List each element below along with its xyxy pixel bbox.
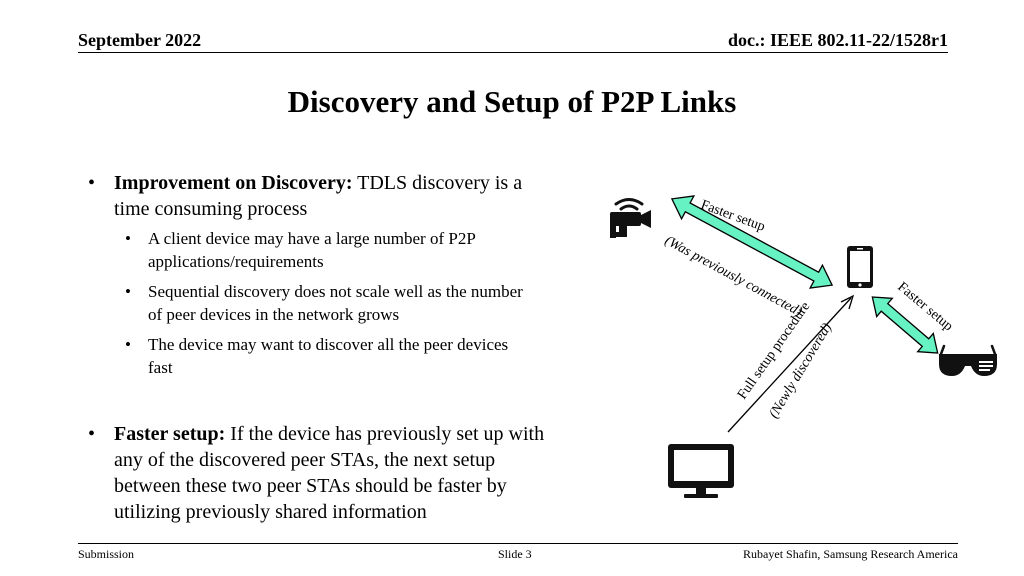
bullet-discovery: • Improvement on Discovery: TDLS discove… bbox=[88, 170, 588, 222]
sub-bullet-text: fast bbox=[148, 357, 173, 377]
full-setup-arrow bbox=[727, 294, 855, 433]
sub-bullet-text: applications/requirements bbox=[148, 251, 324, 271]
bullet-text: any of the discovered peer STAs, the nex… bbox=[114, 449, 496, 471]
sub-bullet-text: Sequential discovery does not scale well… bbox=[148, 282, 523, 301]
sub-bullet-text: The device may want to discover all the … bbox=[148, 335, 509, 354]
sub-bullet: • A client device may have a large numbe… bbox=[88, 228, 588, 273]
bullet-bold-label: Faster setup: bbox=[114, 423, 226, 445]
bullet-text: between these two peer STAs should be fa… bbox=[114, 475, 507, 497]
sub-bullet: • The device may want to discover all th… bbox=[88, 334, 588, 379]
vr-goggles-icon bbox=[939, 344, 997, 376]
header-divider bbox=[78, 52, 948, 53]
header-date: September 2022 bbox=[78, 30, 202, 50]
sub-bullet: • Sequential discovery does not scale we… bbox=[88, 281, 588, 326]
bullet-faster-setup: • Faster setup: If the device has previo… bbox=[88, 421, 588, 525]
sub-bullet-text: A client device may have a large number … bbox=[148, 229, 476, 248]
bullet-dot: • bbox=[88, 172, 96, 194]
bullet-bold-label: Improvement on Discovery: bbox=[114, 172, 353, 194]
footer-author: Rubayet Shafin, Samsung Research America bbox=[743, 547, 958, 561]
security-camera-icon bbox=[610, 198, 651, 238]
bullet-text: utilizing previously shared information bbox=[114, 501, 427, 523]
monitor-icon bbox=[668, 444, 734, 498]
bullet-dot: • bbox=[125, 229, 131, 248]
slide-title: Discovery and Setup of P2P Links bbox=[287, 84, 737, 119]
bullet-dot: • bbox=[125, 282, 131, 301]
bullet-dot: • bbox=[125, 335, 131, 354]
footer-submission: Submission bbox=[78, 547, 135, 561]
footer-divider bbox=[78, 543, 958, 544]
bullet-dot: • bbox=[88, 423, 96, 445]
link3-label: Full setup procedure bbox=[735, 299, 813, 402]
bullet-text: time consuming process bbox=[114, 198, 308, 220]
header-doc-number: doc.: IEEE 802.11-22/1528r1 bbox=[727, 30, 948, 50]
bullet-text: If the device has previously set up with bbox=[225, 423, 545, 445]
bullet-list: • Improvement on Discovery: TDLS discove… bbox=[88, 170, 588, 525]
faster-setup-arrow-2 bbox=[871, 296, 939, 354]
link1-sub-label: (Was previously connected) bbox=[662, 233, 805, 320]
sub-bullet-text: of peer devices in the network grows bbox=[148, 304, 400, 324]
smartphone-icon bbox=[847, 246, 873, 288]
footer-slide-number: Slide 3 bbox=[498, 547, 532, 561]
faster-setup-arrow-1 bbox=[670, 195, 834, 289]
bullet-text: TDLS discovery is a bbox=[352, 172, 523, 194]
